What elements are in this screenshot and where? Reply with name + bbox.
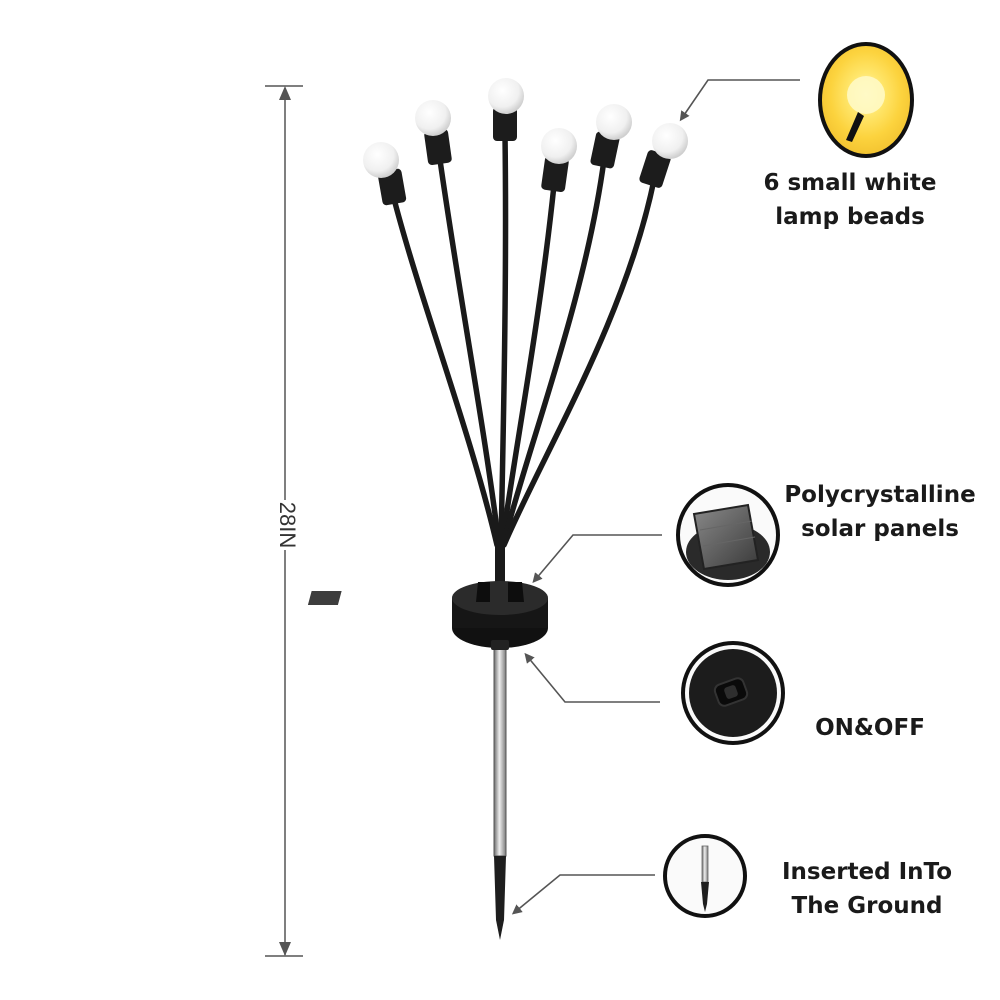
stem-5 [500, 157, 607, 548]
lamp-bead-3 [488, 78, 524, 141]
callout-line-switch [524, 652, 660, 703]
callout-solar-line1: Polycrystalline [784, 482, 976, 508]
detail-circle-switch [681, 641, 785, 745]
callout-line-solar [532, 534, 662, 584]
stem-6 [501, 177, 657, 548]
solar-base [307, 581, 548, 648]
callout-ground-stake: Inserted InTo The Ground [767, 855, 967, 923]
callout-lines [511, 79, 800, 915]
stake-icon [701, 845, 709, 883]
callout-solar-panels: Polycrystalline solar panels [780, 478, 980, 546]
stem-1 [390, 192, 500, 548]
callout-solar-line2: solar panels [801, 516, 959, 542]
bulb-icon [652, 123, 688, 159]
light-stems [390, 132, 657, 595]
stem-2 [437, 157, 502, 548]
stem-4 [499, 182, 557, 548]
height-label: 28IN [272, 500, 302, 550]
lamp-bead-2 [415, 100, 452, 165]
solar-panel-icon [692, 503, 760, 571]
callout-switch: ON&OFF [770, 711, 970, 745]
lamp-bead-5 [590, 104, 632, 169]
solar-cell-icon [307, 591, 342, 605]
glowing-bulb-icon [847, 76, 885, 114]
lamp-bead-4 [541, 128, 577, 192]
callout-switch-line1: ON&OFF [815, 715, 925, 741]
dimension-arrow-down-icon [279, 942, 291, 956]
callout-stake-line1: Inserted InTo [782, 859, 952, 885]
bulb-icon [541, 128, 577, 164]
callout-line-lamp [679, 79, 800, 122]
bulb-icon [415, 100, 451, 136]
bulb-icon [596, 104, 632, 140]
callout-lamp-beads: 6 small white lamp beads [750, 166, 950, 234]
bulb-icon [488, 78, 524, 114]
callout-lamp-line2: lamp beads [775, 204, 925, 230]
lamp-bead-6 [639, 123, 688, 188]
detail-circle-lamp [818, 42, 914, 158]
dimension-arrow-up-icon [279, 86, 291, 100]
callout-stake-line2: The Ground [791, 893, 943, 919]
lamp-bead-1 [363, 142, 407, 206]
stem-3 [498, 132, 509, 548]
detail-circle-solar [676, 483, 780, 587]
callout-line-stake [511, 874, 655, 915]
detail-circle-stake [663, 834, 747, 918]
ground-stake [491, 640, 509, 940]
callout-lamp-line1: 6 small white [763, 170, 937, 196]
bulb-icon [363, 142, 399, 178]
